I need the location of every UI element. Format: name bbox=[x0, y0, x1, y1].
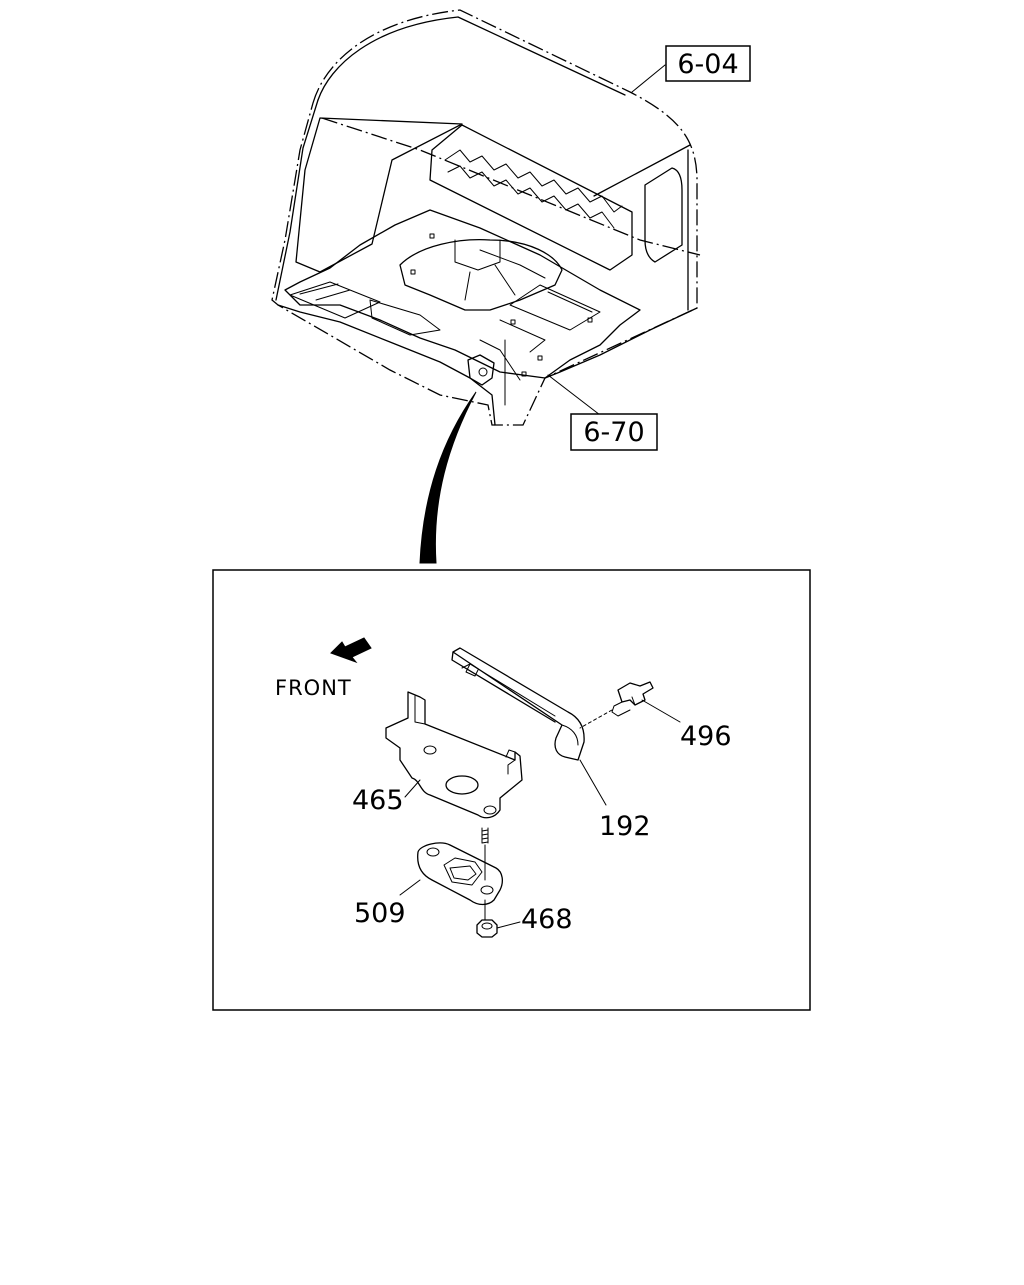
screw-drawing bbox=[481, 827, 489, 881]
floor-plate bbox=[284, 209, 641, 379]
cab-shell-outline bbox=[271, 9, 698, 426]
back-wall-ribs bbox=[444, 149, 623, 229]
part-label-509: 509 bbox=[354, 898, 406, 929]
part-leaders bbox=[399, 699, 681, 929]
ref-6-70-leader bbox=[547, 374, 601, 416]
bracket-large-hole bbox=[445, 775, 479, 795]
ref-box-6-70 bbox=[570, 413, 658, 451]
windshield-opening bbox=[295, 117, 463, 273]
part-496-drawing bbox=[579, 681, 654, 729]
cab-left-pillar bbox=[275, 99, 319, 301]
ref-label-6-04: 6-04 bbox=[677, 49, 738, 80]
detail-frame bbox=[212, 569, 811, 1011]
part-468-drawing bbox=[476, 919, 498, 938]
part-label-465: 465 bbox=[352, 785, 404, 816]
cab-side-line bbox=[593, 144, 691, 311]
part-label-468: 468 bbox=[521, 904, 573, 935]
part-509-drawing bbox=[417, 842, 503, 921]
cab-roof-line bbox=[317, 16, 626, 101]
seat-rail-right bbox=[509, 284, 601, 331]
back-wall-panel bbox=[429, 124, 633, 271]
detail-callout-pointer bbox=[419, 391, 477, 564]
engine-tunnel bbox=[399, 239, 563, 311]
seat-rail-left bbox=[289, 281, 381, 319]
part-label-192: 192 bbox=[599, 811, 651, 842]
cab-roof-inner-dash bbox=[321, 117, 701, 256]
ref-label-6-70: 6-70 bbox=[583, 417, 644, 448]
floor-holes bbox=[410, 233, 593, 377]
cab-lower-sill bbox=[277, 304, 698, 426]
bracket-location-hole bbox=[478, 367, 488, 377]
part-192-drawing bbox=[451, 647, 585, 761]
rear-window bbox=[644, 167, 683, 263]
bracket-location-marker bbox=[467, 354, 495, 386]
tunnel-detail bbox=[454, 239, 546, 301]
cab-overview-drawing: 6-04 6-70 bbox=[271, 9, 751, 451]
front-label: FRONT bbox=[275, 676, 352, 700]
part-label-496: 496 bbox=[680, 721, 732, 752]
ref-6-04-leader bbox=[631, 64, 666, 93]
part-465-drawing bbox=[385, 691, 523, 819]
ref-box-6-04 bbox=[665, 45, 751, 82]
front-arrow-icon bbox=[330, 637, 372, 664]
floor-details bbox=[369, 299, 546, 406]
